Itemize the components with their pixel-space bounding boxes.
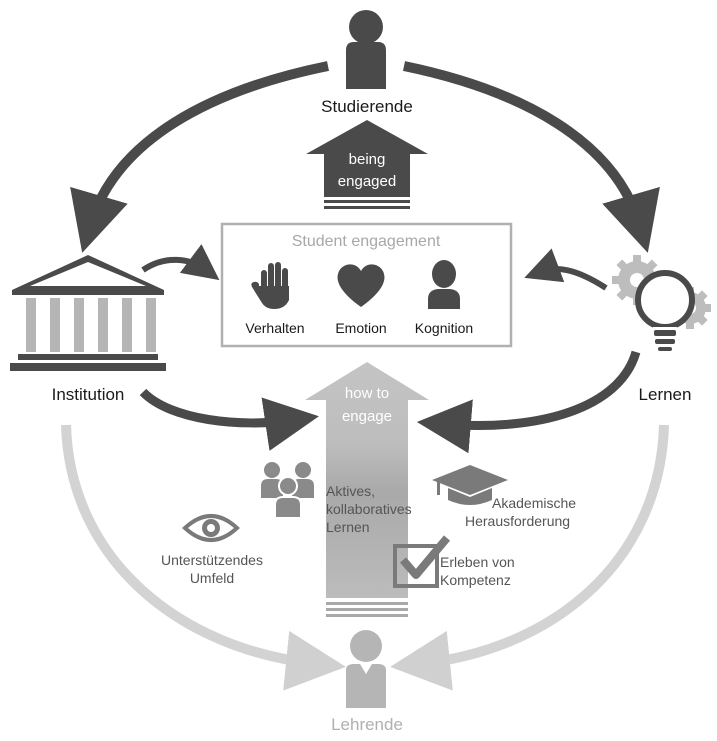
unterstuetzendes-line1: Unterstützendes	[161, 552, 263, 568]
arrow-studierende-to-lernen	[402, 61, 660, 253]
studierende-person-icon	[346, 10, 386, 89]
hand-icon	[251, 262, 289, 309]
lehrende-label: Lehrende	[331, 715, 403, 734]
how-to-engage-line1: how to	[345, 385, 389, 402]
institution-building-icon	[10, 255, 166, 371]
heart-icon	[337, 264, 385, 307]
arrow-institution-to-lehrende	[61, 424, 346, 691]
akademische-line2: Herausforderung	[465, 513, 570, 529]
arrow-lernen-to-lehrende	[390, 424, 669, 691]
head-icon	[428, 260, 460, 309]
unterstuetzendes-line2: Umfeld	[190, 570, 234, 586]
being-engaged-line2: engaged	[338, 173, 396, 190]
group-people-icon	[261, 462, 314, 519]
how-to-engage-arrow: how to engage	[305, 362, 429, 617]
graduation-cap-icon	[432, 465, 508, 505]
checkbox-check-icon	[393, 535, 451, 588]
student-engagement-box: Student engagement Verhalten Emotion Kog…	[220, 222, 513, 348]
aktives-line1: Aktives,	[326, 483, 375, 499]
institution-label: Institution	[52, 385, 125, 404]
being-engaged-line1: being	[349, 151, 386, 168]
lernen-label: Lernen	[639, 385, 692, 404]
how-to-engage-line2: engage	[342, 408, 392, 425]
being-engaged-arrow: being engaged	[306, 120, 428, 209]
arrow-studierende-to-institution	[70, 61, 329, 253]
emotion-label: Emotion	[335, 320, 386, 336]
lightbulb-gears-icon	[612, 255, 711, 351]
studierende-label: Studierende	[321, 97, 413, 116]
akademische-line1: Akademische	[492, 495, 576, 511]
eye-icon	[182, 514, 240, 542]
lehrende-person-icon	[346, 630, 386, 708]
verhalten-label: Verhalten	[245, 320, 304, 336]
erleben-line2: Kompetenz	[440, 572, 511, 588]
erleben-line1: Erleben von	[440, 554, 515, 570]
arrow-lernen-to-how	[416, 350, 641, 454]
engagement-title: Student engagement	[292, 233, 441, 250]
arrow-lernen-to-box	[524, 248, 608, 291]
kognition-label: Kognition	[415, 320, 473, 336]
aktives-line3: Lernen	[326, 519, 370, 535]
aktives-line2: kollaboratives	[326, 501, 412, 517]
arrow-institution-to-box	[141, 244, 220, 281]
arrow-institution-to-how	[139, 388, 319, 451]
